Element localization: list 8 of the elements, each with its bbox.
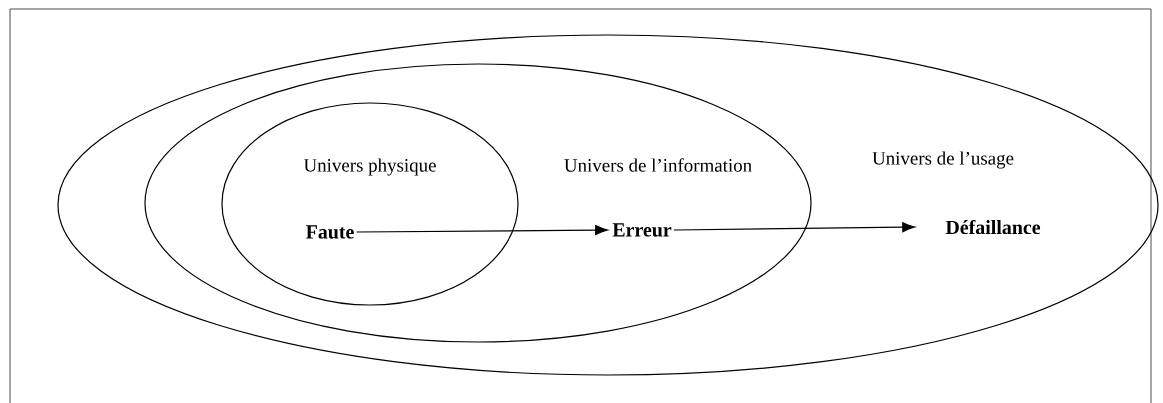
term-label: Faute [306, 225, 354, 239]
arrow [673, 222, 916, 233]
ellipse-heading: Univers de l’usage [872, 151, 1014, 169]
arrow [355, 225, 609, 236]
term-label: Erreur [612, 223, 672, 237]
term-label: Défaillance [945, 219, 1041, 235]
ellipse-heading: Univers de l’information [564, 158, 752, 172]
ellipse-heading: Univers physique [303, 158, 436, 176]
